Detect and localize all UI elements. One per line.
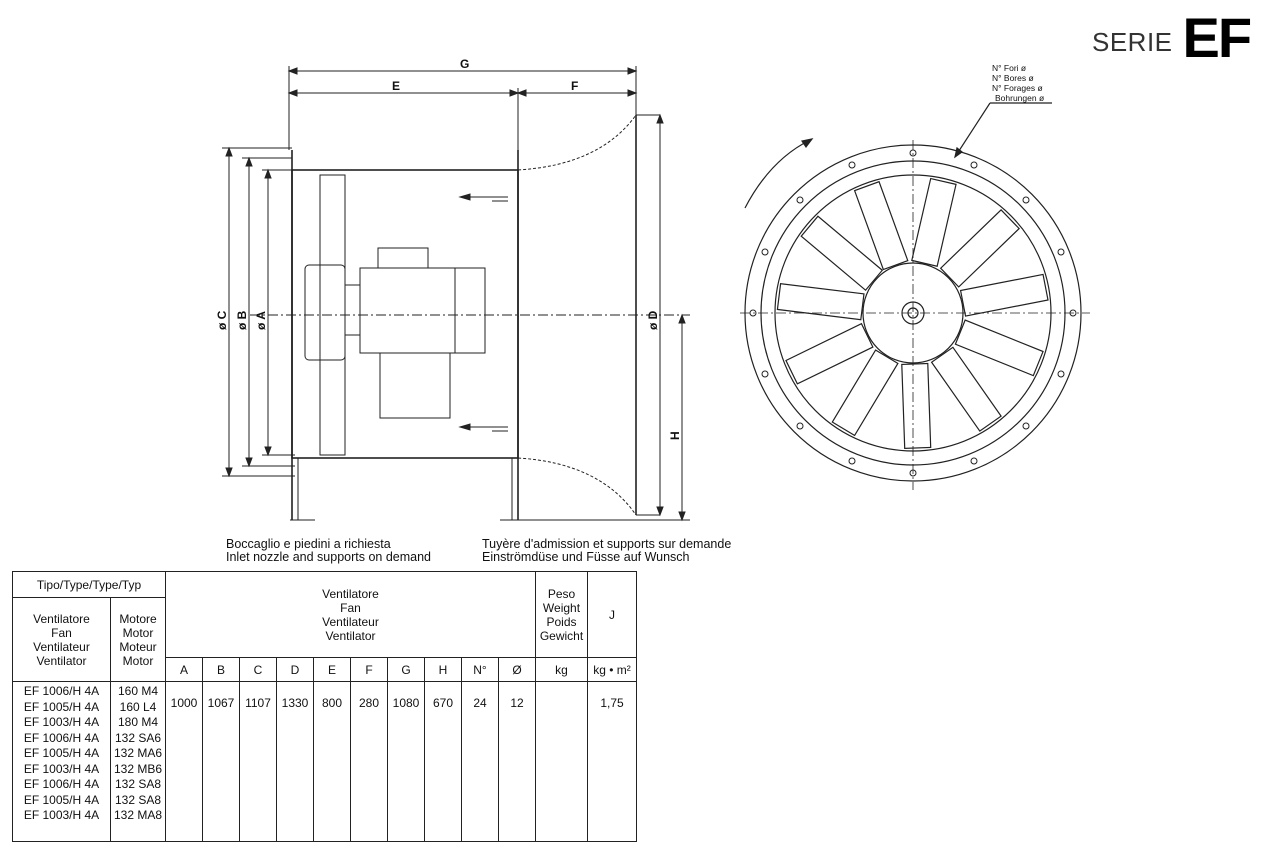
value-weight <box>535 681 588 842</box>
j-header: J <box>587 571 637 658</box>
value-b: 1067 <box>202 681 240 842</box>
serie-word: SERIE <box>1092 27 1173 57</box>
spec-table: Tipo/Type/Type/Typ Ventilatore Fan Venti… <box>12 571 637 842</box>
motor-header-line: Motore <box>119 611 157 626</box>
fan-header: Ventilatore Fan Ventilateur Ventilator <box>12 597 111 682</box>
fan-cell: EF 1005/H 4A <box>23 699 100 714</box>
fan-cell: EF 1005/H 4A <box>23 792 100 807</box>
motor-cell: 132 MA6 <box>113 746 163 760</box>
dim-h-label: H <box>668 431 682 440</box>
value-n: 24 <box>461 681 499 842</box>
col-header-e: E <box>313 657 351 682</box>
note-right: Tuyère d'admission et supports sur deman… <box>482 538 731 564</box>
fan-header-line: Ventilateur <box>33 639 90 654</box>
note-left-line: Inlet nozzle and supports on demand <box>226 550 431 564</box>
holes-note-en: N° Bores ø <box>992 73 1034 83</box>
weight-header-line: Poids <box>546 614 577 629</box>
value-a: 1000 <box>165 681 203 842</box>
holes-note-fr: N° Forages ø <box>992 83 1043 93</box>
weight-header-line: Peso <box>547 586 576 601</box>
value-f: 280 <box>350 681 388 842</box>
value-j: 1,75 <box>587 681 637 842</box>
value-g: 1080 <box>387 681 425 842</box>
motor-cell: 132 MB6 <box>113 761 163 776</box>
weight-unit: kg <box>535 657 588 682</box>
serie-title: SERIE EF <box>1092 6 1253 69</box>
col-header-h: H <box>424 657 462 682</box>
note-left: Boccaglio e piedini a richiesta Inlet no… <box>226 538 431 564</box>
col-header-c: C <box>239 657 277 682</box>
value-c: 1107 <box>239 681 277 842</box>
value-d: 1330 <box>276 681 314 842</box>
fan-cell: EF 1005/H 4A <box>23 746 100 760</box>
note-right-line: Tuyère d'admission et supports sur deman… <box>482 537 732 551</box>
motor-cell: 160 M4 <box>117 684 159 698</box>
motor-cell: 132 SA6 <box>114 730 162 745</box>
type-header: Tipo/Type/Type/Typ <box>12 571 166 598</box>
dim-a-label: ø A <box>254 311 268 330</box>
dim-e-label: E <box>392 79 400 93</box>
weight-header-line: Gewicht <box>539 628 584 643</box>
fan-cell: EF 1006/H 4A <box>23 730 100 745</box>
motor-header-line: Moteur <box>119 639 157 654</box>
note-left-line: Boccaglio e piedini a richiesta <box>226 537 391 551</box>
holes-note-de: Bohrungen ø <box>995 93 1044 103</box>
col-header-d: D <box>276 657 314 682</box>
group-header-line: Fan <box>340 600 361 615</box>
weight-header-line: Weight <box>542 600 581 615</box>
j-unit: kg • m² <box>587 657 637 682</box>
motor-cell: 132 MA8 <box>113 808 163 822</box>
weight-header: Peso Weight Poids Gewicht <box>535 571 588 658</box>
dim-c-label: ø C <box>215 310 229 330</box>
motor-cell: 132 SA8 <box>114 777 162 791</box>
col-header-f: F <box>350 657 388 682</box>
col-header-n: N° <box>461 657 499 682</box>
dim-b-label: ø B <box>235 310 249 330</box>
dim-g-label: G <box>460 57 469 71</box>
col-header-b: B <box>202 657 240 682</box>
fan-cell: EF 1006/H 4A <box>23 684 100 698</box>
motor-cell: 132 SA8 <box>114 792 162 807</box>
dim-d-label: ø D <box>646 310 660 330</box>
motor-cell: 180 M4 <box>117 715 159 729</box>
fan-header-line: Ventilator <box>36 653 87 668</box>
value-h: 670 <box>424 681 462 842</box>
group-header-line: Ventilatore <box>322 586 379 601</box>
fan-header-line: Fan <box>51 625 72 640</box>
dim-f-label: F <box>571 79 578 93</box>
value-e: 800 <box>313 681 351 842</box>
col-header-o: Ø <box>498 657 536 682</box>
motor-cell: 160 L4 <box>119 699 157 714</box>
col-header-g: G <box>387 657 425 682</box>
note-right-line: Einströmdüse und Füsse auf Wunsch <box>482 550 690 564</box>
motor-list: 160 M4 160 L4 180 M4 132 SA6 132 MA6 132… <box>110 681 166 842</box>
fan-cell: EF 1003/H 4A <box>23 808 100 822</box>
motor-header: Motore Motor Moteur Motor <box>110 597 166 682</box>
serie-code: EF <box>1182 6 1253 69</box>
fan-cell: EF 1003/H 4A <box>23 761 100 776</box>
fan-list: EF 1006/H 4A EF 1005/H 4A EF 1003/H 4A E… <box>12 681 111 842</box>
motor-header-line: Motor <box>122 625 154 640</box>
value-o: 12 <box>498 681 536 842</box>
col-header-a: A <box>165 657 203 682</box>
fan-cell: EF 1006/H 4A <box>23 777 100 791</box>
group-header-line: Ventilator <box>325 628 376 643</box>
group-header-line: Ventilateur <box>322 614 379 629</box>
motor-header-line: Motor <box>122 653 154 668</box>
fan-header-line: Ventilatore <box>33 611 90 626</box>
fan-cell: EF 1003/H 4A <box>23 715 100 729</box>
group-header: Ventilatore Fan Ventilateur Ventilator <box>165 571 536 658</box>
holes-note-it: N° Fori ø <box>992 63 1026 73</box>
